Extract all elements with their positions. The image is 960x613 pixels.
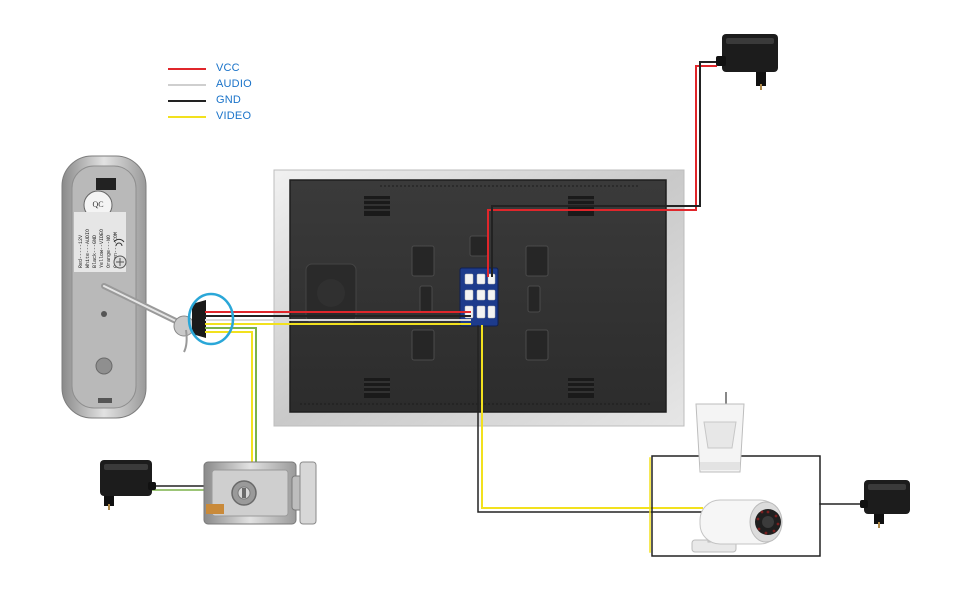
wire-video-camera xyxy=(481,325,703,509)
indoor-monitor xyxy=(273,169,685,427)
legend-item-video: VIDEO xyxy=(168,108,308,124)
wifi-icon xyxy=(113,238,125,247)
wire-gnd-camera xyxy=(477,325,703,513)
legend-item-audio: AUDIO xyxy=(168,76,308,92)
doorbell-label-line-4: Orange---NO xyxy=(106,235,112,268)
cctv-camera-icon xyxy=(691,499,783,553)
legend-label: VIDEO xyxy=(216,110,252,122)
legend-item-vcc: VCC xyxy=(168,60,308,76)
doorbell-label-line-3: Yellow--VIDEO xyxy=(99,229,105,268)
wire-accessory-loop xyxy=(651,455,821,557)
qc-badge-text: QC xyxy=(92,200,103,209)
legend-label: AUDIO xyxy=(216,78,252,90)
pir-sensor-icon xyxy=(695,392,745,473)
electric-lock-icon xyxy=(203,461,317,525)
doorbell-camera: QC Red-----12V White---AUDIO Black---GND… xyxy=(61,155,195,419)
doorbell-label-line-2: Black---GND xyxy=(92,235,98,268)
legend-swatch xyxy=(168,84,206,86)
legend-item-gnd: GND xyxy=(168,92,308,108)
power-adapter-icon xyxy=(860,480,910,528)
power-adapter-icon xyxy=(716,34,778,90)
mounting-hooks xyxy=(411,235,549,361)
screw-icon xyxy=(113,255,127,269)
legend-label: GND xyxy=(216,94,242,106)
legend-swatch xyxy=(168,68,206,70)
vent-strip-top xyxy=(300,185,650,405)
power-adapter-icon xyxy=(100,460,156,510)
cable-connector xyxy=(192,300,206,338)
speaker-grille xyxy=(305,263,357,323)
wire-vcc-adapter xyxy=(487,65,717,277)
wires xyxy=(151,61,861,557)
legend-swatch xyxy=(168,116,206,118)
connector-highlight xyxy=(187,292,235,346)
doorbell-label-line-1: White---AUDIO xyxy=(85,229,91,268)
legend-label: VCC xyxy=(216,62,240,74)
legend-swatch xyxy=(168,100,206,102)
doorbell-label-line-0: Red-----12V xyxy=(78,235,84,268)
wire-gnd-adapter xyxy=(491,61,717,277)
wire-color-legend: VCC AUDIO GND VIDEO xyxy=(168,60,308,124)
doorbell-label-line-5: Green----COM xyxy=(113,232,119,268)
doorbell-label: Red-----12V White---AUDIO Black---GND Ye… xyxy=(74,212,126,272)
